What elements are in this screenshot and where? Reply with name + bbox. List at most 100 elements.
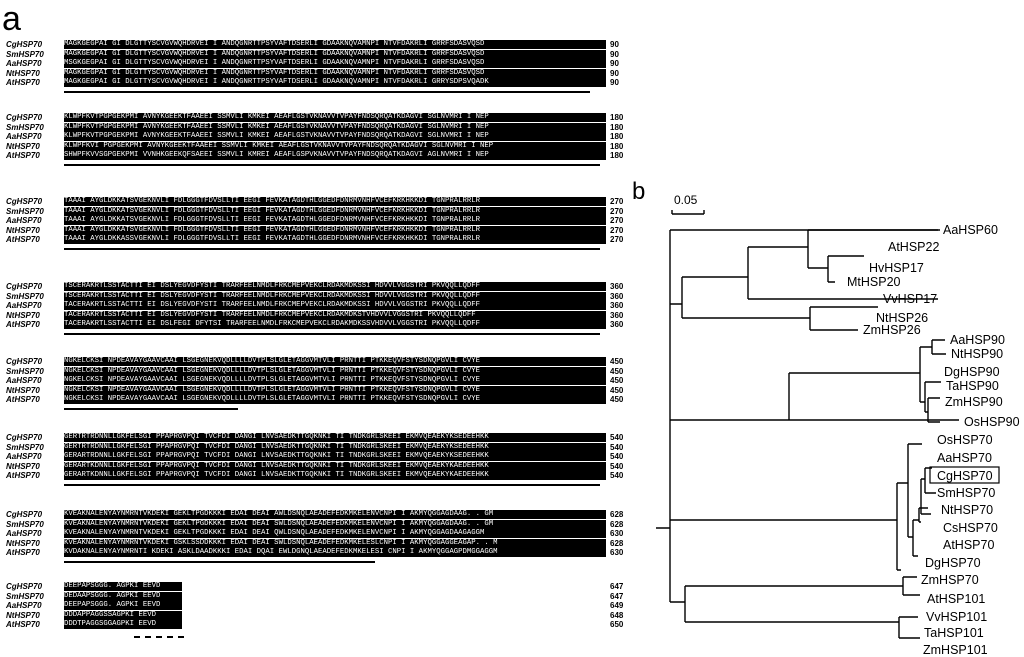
sequence-name: AaHSP70	[6, 601, 42, 610]
tree-leaf-label: AaHSP60	[943, 223, 998, 237]
tree-leaf-label: OsHSP90	[964, 415, 1020, 429]
tree-leaf-label: OsHSP70	[937, 433, 993, 447]
sequence-name: NtHSP70	[6, 310, 40, 320]
tree-leaf-label: NtHSP26	[876, 311, 928, 325]
panel-label-a: a	[2, 0, 21, 38]
sequence-name: SmHSP70	[6, 291, 44, 301]
highlight-box	[929, 466, 1000, 484]
tree-leaf-label: VvHSP17	[883, 292, 937, 306]
sequence-name: AaHSP70	[6, 452, 42, 461]
sequence-residues: KLWPFKVI PGPGEKPMI AVNYKGEEKTFAAEEI SSMV…	[64, 141, 606, 151]
sequence-name: AtHSP70	[6, 151, 40, 160]
sequence-residues: NGKELCKSI NPDEAVAYGAAVCAAI LSGEGNEKVQDLL…	[64, 395, 606, 404]
residue-count: 648	[610, 610, 624, 620]
residue-count: 270	[610, 225, 624, 235]
sequence-residues: TAAAI AYGLDKKASSVGEKNVLI FDLGGGTFDVSLLTI…	[64, 235, 606, 244]
residue-count: 628	[610, 519, 624, 529]
residue-count: 360	[610, 320, 624, 329]
sequence-name: SmHSP70	[6, 49, 44, 59]
sequence-residues: SHWPFKVVSGPGEKPMI VVNHKGEEKQFSAEEI SSMVL…	[64, 151, 606, 160]
residue-count: 360	[610, 301, 624, 310]
sequence-residues: TACERAKRTLSSTACTTI EI DSLYEGVDFYSTI TRAR…	[64, 301, 606, 310]
tree-leaf-label: AaHSP90	[950, 333, 1005, 347]
sequence-residues: MAGKGEGPAI GI DLGTTYSCVGVWQHDRVEI I ANDQ…	[64, 68, 606, 78]
sequence-name: AtHSP70	[6, 471, 40, 480]
tree-leaf-label: AaHSP70	[937, 451, 992, 465]
residue-count: 540	[610, 433, 624, 442]
sequence-residues: TAAAI AYGLDKKATSVGEKNVLI FDLGGGTFDVSLLTI…	[64, 206, 606, 216]
tree-leaf-label: CgHSP70	[937, 469, 993, 483]
sequence-residues: GERARTRDNNLLGKFELSGI PPAPRGVPQI TVCFDI D…	[64, 452, 606, 461]
residue-count: 650	[610, 620, 624, 629]
tree-leaf-label: ZmHSP26	[863, 323, 921, 337]
residue-count: 270	[610, 206, 624, 216]
residue-count: 540	[610, 442, 624, 452]
sequence-name: AaHSP70	[6, 216, 42, 225]
sequence-name: CgHSP70	[6, 433, 43, 442]
sequence-residues: TSCERAKRTLSSTACTTI EI DSLYEGVDFYSTI TRAR…	[64, 291, 606, 301]
sequence-name: CgHSP70	[6, 582, 43, 591]
tree-leaf-label: ZmHSP90	[945, 395, 1003, 409]
residue-count: 450	[610, 357, 624, 366]
sequence-name: NtHSP70	[6, 225, 40, 235]
sequence-residues: GERARTKDNNLLGKFELSGI PPAPRGVPQI TVCFDI D…	[64, 471, 606, 480]
sequence-name: NtHSP70	[6, 538, 40, 548]
sequence-residues: DEDAAPSGGG. AGPKI EEVD	[64, 591, 182, 601]
residue-count: 630	[610, 529, 624, 538]
alignment-row: SmHSP70 MAGKGEGPAI GI DLGTTYSCVGVWQHDRVEI…	[0, 49, 640, 59]
residue-count: 450	[610, 376, 624, 385]
panel-label-b: b	[632, 178, 646, 205]
sequence-residues: KVEAKNALENYAYNMRNTVKDEKI GSKLSSDDKKKI ED…	[64, 538, 606, 548]
residue-count: 180	[610, 113, 624, 122]
sequence-name: CgHSP70	[6, 282, 43, 291]
sequence-residues: GERARTKDNNLLGKFELSGI PPAPRGVPQI TVCFDI D…	[64, 461, 606, 471]
tree-leaf-label: AtHSP101	[927, 592, 985, 606]
sequence-name: AaHSP70	[6, 376, 42, 385]
sequence-name: AtHSP70	[6, 548, 40, 557]
scale-label: 0.05	[674, 193, 698, 207]
sequence-name: CgHSP70	[6, 113, 43, 122]
tree-leaf-label: NtHSP90	[951, 347, 1003, 361]
sequence-name: NtHSP70	[6, 68, 40, 78]
residue-count: 90	[610, 78, 619, 87]
sequence-name: NtHSP70	[6, 385, 40, 395]
sequence-residues: KVEAKNALENYAYNMRNTVKDEKI GEKLTPGDKKKI ED…	[64, 510, 606, 519]
alignment-row: AtHSP70 SHWPFKVVSGPGEKPMI VVNHKGEEKQFSAEE…	[0, 151, 640, 160]
tree-leaf-label: ZmHSP70	[921, 573, 979, 587]
sequence-name: AtHSP70	[6, 78, 40, 87]
residue-count: 270	[610, 197, 624, 206]
sequence-residues: MAGKGEGPAI GI DLGTTYSCVGVWQHDRVEI I ANDQ…	[64, 49, 606, 59]
alignment-row: AtHSP70 GERARTKDNNLLGKFELSGI PPAPRGVPQI T…	[0, 471, 640, 480]
motif-underline	[64, 164, 600, 166]
sequence-residues: KLWPFKVTPGPGEKPMI AVNYKGEEKTFAAEEI SSMVL…	[64, 122, 606, 132]
tree-leaf-label: SmHSP70	[937, 486, 995, 500]
residue-count: 360	[610, 310, 624, 320]
residue-count: 90	[610, 59, 619, 68]
sequence-name: AaHSP70	[6, 132, 42, 141]
residue-count: 540	[610, 452, 624, 461]
sequence-name: CgHSP70	[6, 197, 43, 206]
tree-leaf-label: HvHSP17	[869, 261, 924, 275]
residue-count: 450	[610, 385, 624, 395]
residue-count: 90	[610, 49, 619, 59]
sequence-residues: DDDAPPAGGSSAGPKI EEVD	[64, 610, 182, 620]
sequence-residues: TSCERAKRTLSSTACTTI EI DSLYEGVDFYSTI TRAR…	[64, 282, 606, 291]
sequence-residues: KVEAKNALENYAYNMRNTVKDEKI GEKLTPGDKKKI ED…	[64, 529, 606, 538]
phylogenetic-tree: 0.05 AaHSP60AtHSP22HvHSP17MtHSP20VvHSP17…	[656, 193, 1020, 657]
motif-dashed-underline	[134, 636, 184, 638]
tree-leaf-label: DgHSP70	[925, 556, 981, 570]
motif-underline	[64, 91, 590, 93]
